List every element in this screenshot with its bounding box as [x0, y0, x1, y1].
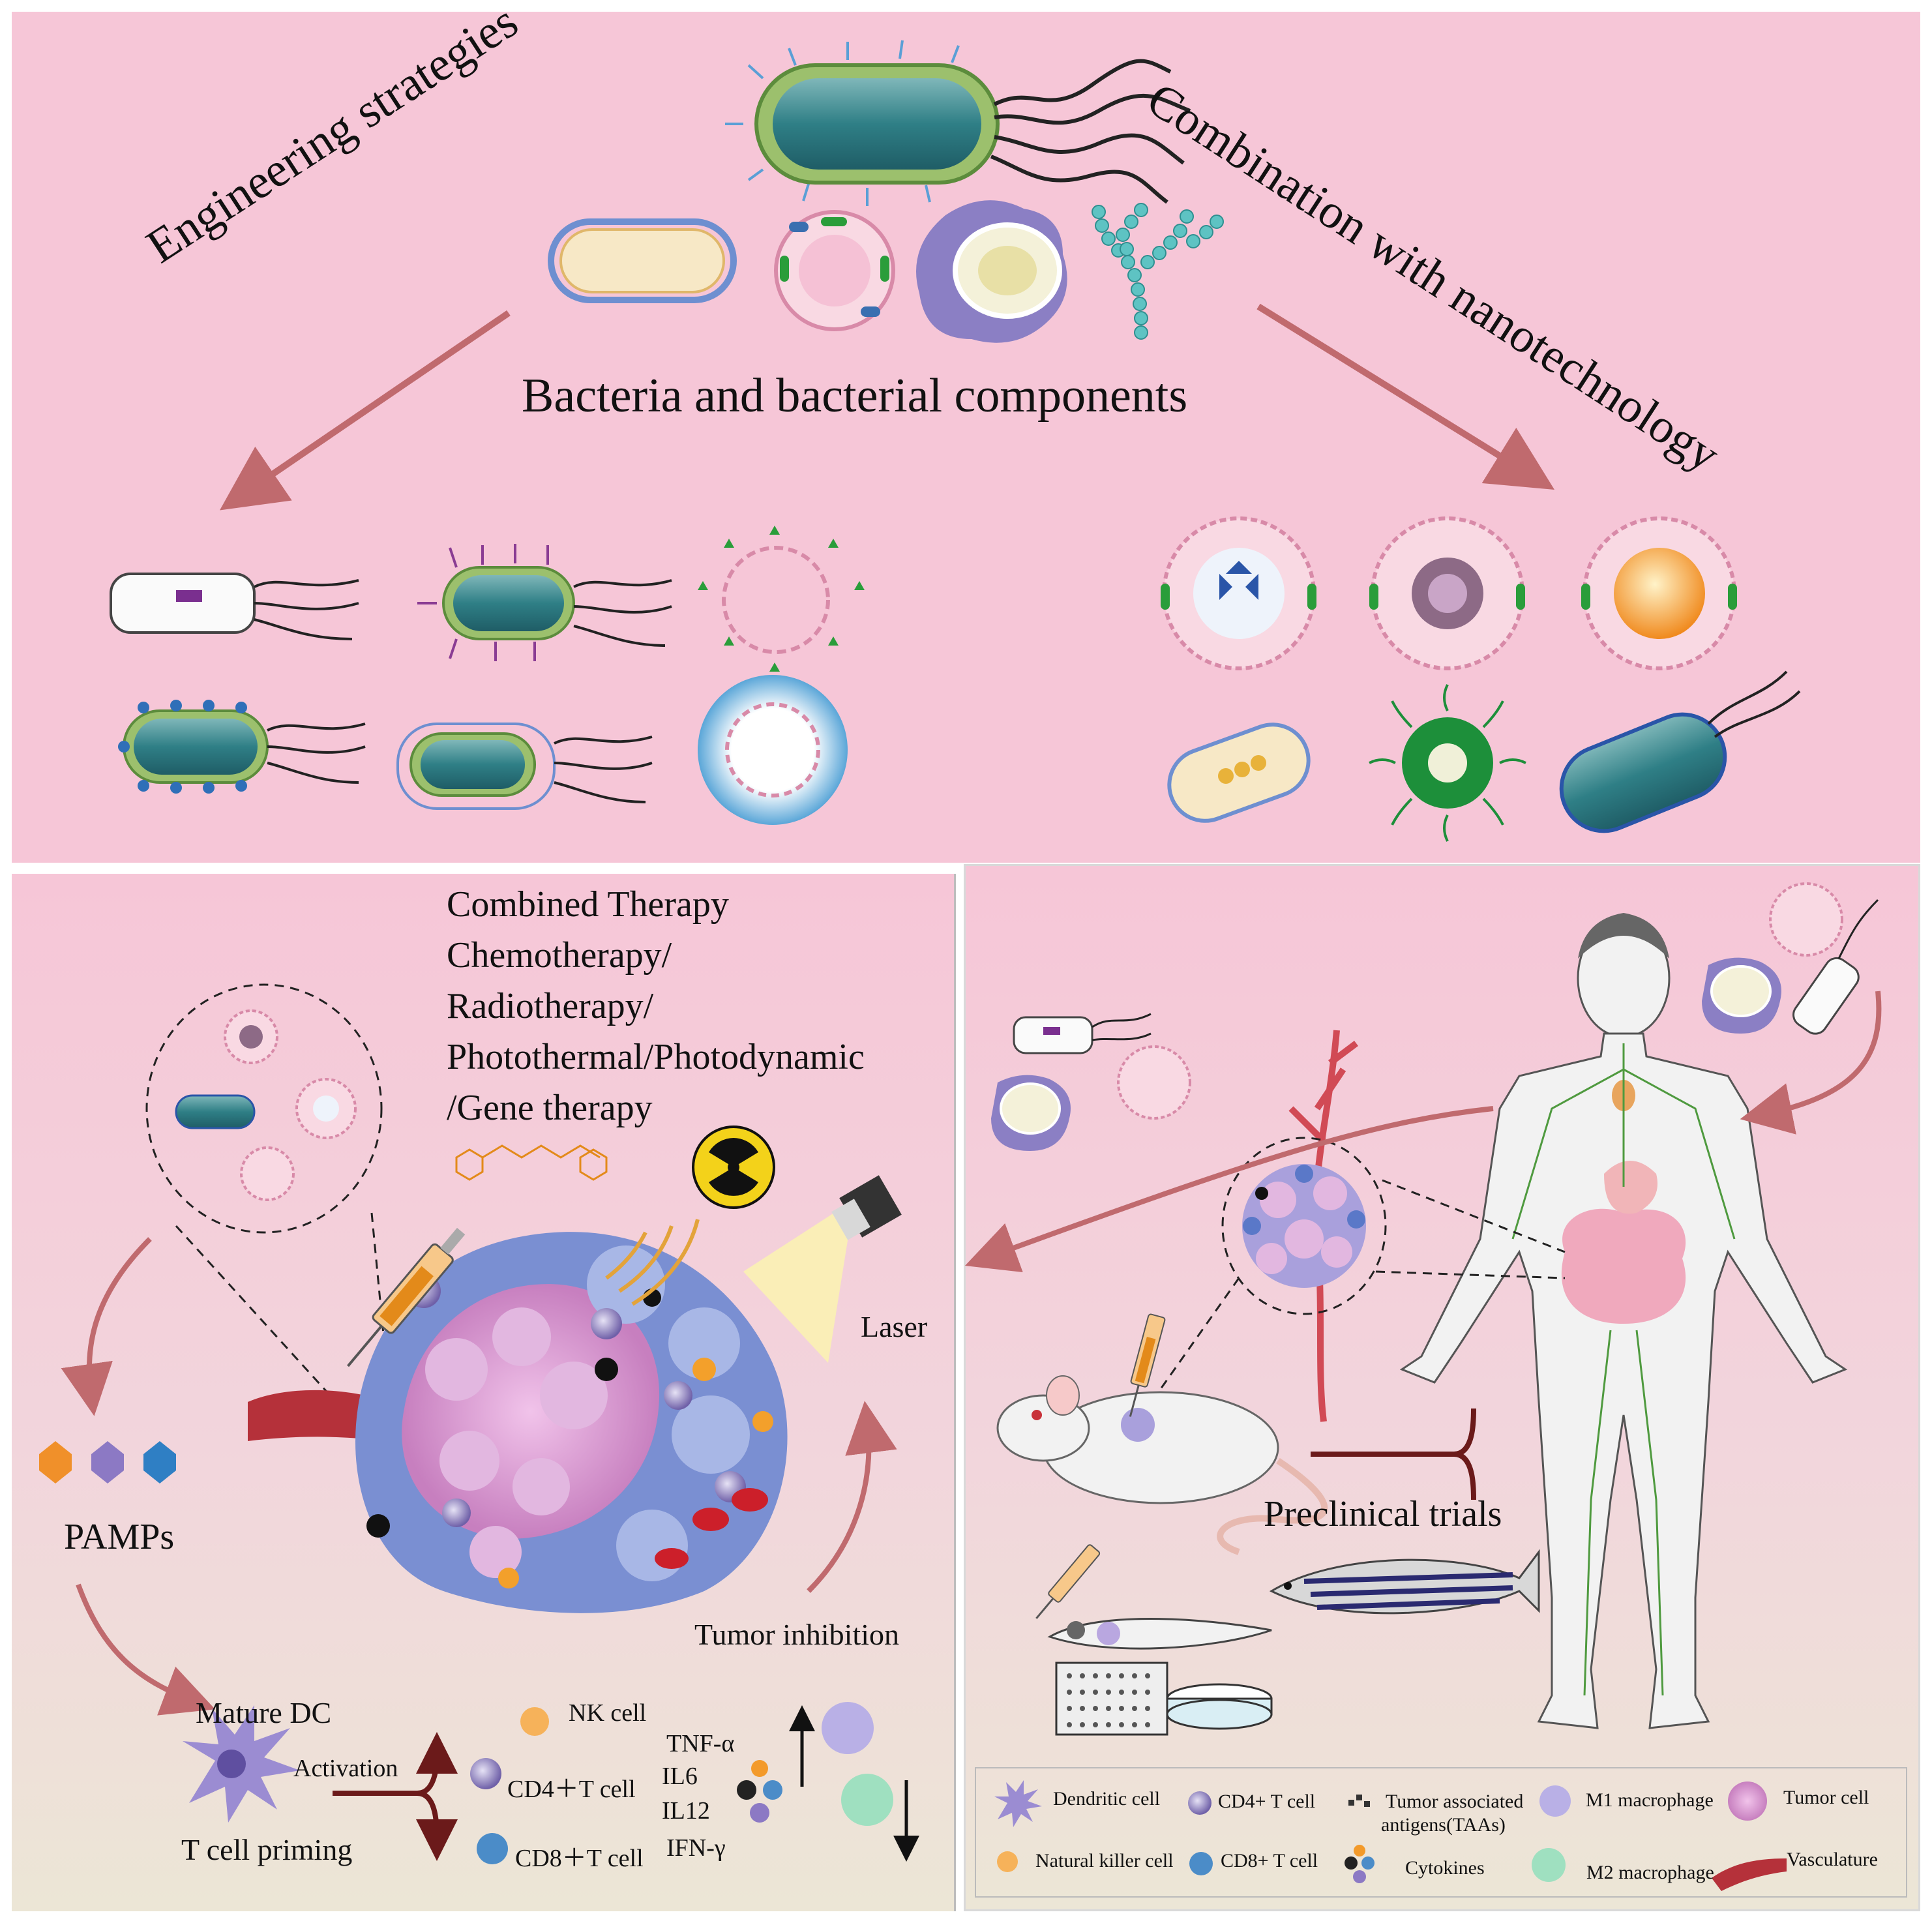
legend-cd4-t-cell: CD4+ T cell	[1218, 1791, 1316, 1812]
legend-dendritic-cell: Dendritic cell	[1053, 1788, 1161, 1810]
activation-label: Activation	[293, 1755, 398, 1782]
body-bacteria-group	[991, 882, 1879, 1151]
mature-dc-icon	[183, 1705, 300, 1823]
radiation-icon	[692, 1125, 775, 1209]
cd8-label: CD8＋T cell	[515, 1845, 644, 1872]
m1-macrophage-icon	[822, 1702, 874, 1754]
legend-box	[975, 1767, 1907, 1898]
cd8-cell-icon	[477, 1833, 508, 1864]
human-body-icon	[1399, 913, 1848, 1729]
preclinical-branch-arrow	[1311, 1408, 1476, 1500]
cd4-cell-icon	[470, 1758, 501, 1789]
legend-vasculature: Vasculature	[1787, 1849, 1878, 1870]
tumor-inhibition-arrow	[807, 1401, 897, 1593]
cytokine-il12: IL12	[662, 1797, 710, 1825]
nanotechnology-combination-group	[1161, 516, 1801, 842]
outer-membrane-vesicle-icon	[774, 210, 895, 331]
nk-cell-label: NK cell	[569, 1699, 647, 1727]
left-diagonal-arrow	[219, 310, 511, 511]
peptidoglycan-icon	[1092, 203, 1224, 340]
cytokine-il6: IL6	[662, 1763, 698, 1790]
tumor-magnified-circle	[1221, 1137, 1387, 1315]
therapy-line-2: Chemotherapy/	[447, 935, 672, 976]
pamps-icon	[39, 1441, 176, 1483]
therapy-line-3: Radiotherapy/	[447, 986, 654, 1026]
right-diagonal-arrow	[1256, 303, 1555, 490]
bacteria-components-label: Bacteria and bacterial components	[522, 369, 1188, 423]
engineered-bacteria-group	[110, 526, 865, 825]
legend-taa-line2: antigens(TAAs)	[1381, 1814, 1506, 1836]
t-cell-priming-label: T cell priming	[181, 1833, 353, 1866]
mature-dc-label: Mature DC	[196, 1696, 332, 1729]
to-mature-dc-arrow	[76, 1583, 215, 1716]
bacterial-ghost-icon	[548, 218, 737, 303]
curcumin-molecule-icon	[455, 1144, 608, 1181]
zebrafish-larva-icon	[1047, 1618, 1272, 1650]
nk-cell-icon	[520, 1707, 549, 1736]
spore-icon	[916, 200, 1067, 343]
syringe-icon	[347, 1227, 466, 1367]
cd4-label: CD4＋T cell	[507, 1776, 636, 1803]
to-pamps-arrow	[61, 1237, 152, 1416]
pamps-label: PAMPs	[64, 1517, 175, 1557]
therapy-line-5: /Gene therapy	[447, 1088, 653, 1128]
tumor-inhibition-label: Tumor inhibition	[694, 1618, 899, 1651]
tumor-mass-icon	[248, 1232, 788, 1613]
tumor-cluster-icon	[1242, 1164, 1366, 1288]
to-tumor-model-arrow	[964, 1106, 1494, 1273]
well-plate-icon	[1055, 1662, 1168, 1736]
zebrafish-icon	[1269, 1549, 1540, 1615]
laser-label: Laser	[861, 1310, 928, 1343]
petri-dish-icon	[1166, 1683, 1273, 1730]
legend-cd8-t-cell: CD8+ T cell	[1221, 1850, 1318, 1871]
legend-cytokines: Cytokines	[1405, 1857, 1485, 1879]
cytokine-cluster-icon	[737, 1760, 782, 1823]
preclinical-trials-label: Preclinical trials	[1264, 1494, 1502, 1534]
larva-syringe-icon	[1035, 1544, 1101, 1619]
legend-m1-macrophage: M1 macrophage	[1586, 1789, 1714, 1811]
magnified-view-circle	[145, 983, 383, 1234]
legend-icons	[994, 1780, 1787, 1891]
m2-macrophage-icon	[841, 1774, 893, 1826]
legend-m2-macrophage: M2 macrophage	[1586, 1862, 1714, 1883]
cytokine-tnf: TNF-α	[666, 1730, 735, 1757]
therapy-line-4: Photothermal/Photodynamic	[447, 1037, 865, 1077]
cytokine-ifn: IFN-γ	[666, 1834, 726, 1862]
legend-tumor-cell: Tumor cell	[1783, 1787, 1869, 1808]
legend-taa-line1: Tumor associated	[1386, 1791, 1524, 1812]
to-human-arrow	[1740, 991, 1882, 1135]
laser-icon	[743, 1175, 902, 1363]
main-bacterium-icon	[725, 40, 1191, 206]
legend-nk-cell: Natural killer cell	[1035, 1850, 1174, 1871]
magnified-particles	[175, 1009, 357, 1201]
mouse-icon	[996, 1375, 1328, 1555]
radiation-waves	[605, 1219, 700, 1306]
therapy-line-1: Combined Therapy	[447, 884, 729, 925]
mouse-syringe-icon	[1129, 1313, 1166, 1417]
